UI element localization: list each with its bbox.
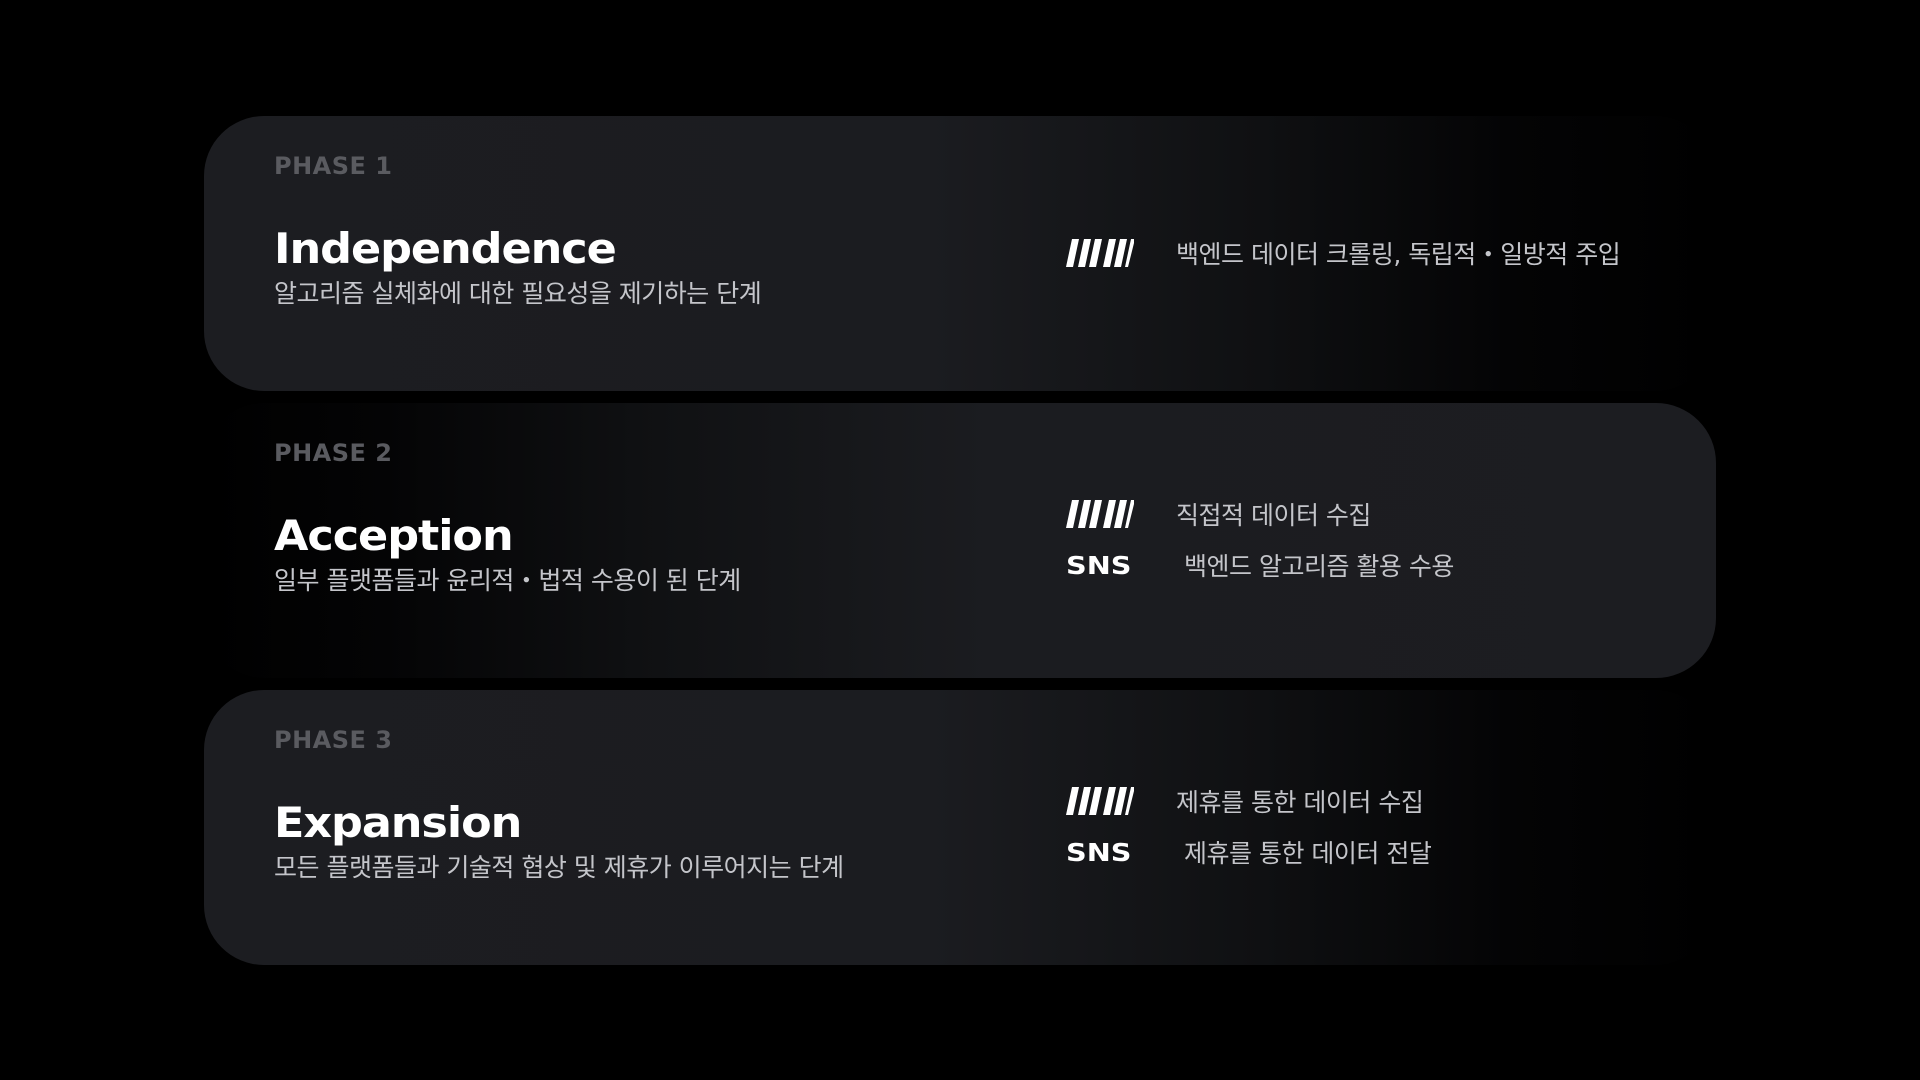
phase-item-text: 백엔드 알고리즘 활용 수용 <box>1184 552 1454 581</box>
phase-description: 모든 플랫폼들과 기술적 협상 및 제휴가 이루어지는 단계 <box>274 853 844 882</box>
phase-item: 직접적 데이터 수집 <box>1066 494 1371 534</box>
phase-item: 백엔드 데이터 크롤링, 독립적・일방적 주입 <box>1066 233 1621 273</box>
sns-logo: SNS <box>1066 550 1132 580</box>
phase-title: Acception <box>274 511 514 560</box>
phase-item: 제휴를 통한 데이터 수집 <box>1066 781 1424 821</box>
phase-label: PHASE 1 <box>274 152 393 180</box>
phase-item-text: 제휴를 통한 데이터 전달 <box>1184 839 1432 868</box>
vw-logo-icon <box>1066 500 1134 528</box>
phase-card-1: PHASE 1 Independence 알고리즘 실체화에 대한 필요성을 제… <box>204 116 1716 391</box>
vw-logo-icon <box>1066 787 1134 815</box>
phase-label: PHASE 3 <box>274 726 393 754</box>
phase-description: 일부 플랫폼들과 윤리적・법적 수용이 된 단계 <box>274 566 741 595</box>
phase-item: SNS 백엔드 알고리즘 활용 수용 <box>1066 545 1454 585</box>
phase-description: 알고리즘 실체화에 대한 필요성을 제기하는 단계 <box>274 279 762 308</box>
phase-card-3: PHASE 3 Expansion 모든 플랫폼들과 기술적 협상 및 제휴가 … <box>204 690 1716 965</box>
vw-logo-icon <box>1066 239 1134 267</box>
phase-item: SNS 제휴를 통한 데이터 전달 <box>1066 832 1432 872</box>
phase-item-text: 직접적 데이터 수집 <box>1176 501 1371 530</box>
phase-label: PHASE 2 <box>274 439 393 467</box>
phase-title: Expansion <box>274 798 522 847</box>
phase-item-text: 백엔드 데이터 크롤링, 독립적・일방적 주입 <box>1176 240 1621 269</box>
phase-title: Independence <box>274 224 617 273</box>
phase-item-text: 제휴를 통한 데이터 수집 <box>1176 788 1424 817</box>
sns-logo: SNS <box>1066 837 1132 867</box>
phase-card-2: PHASE 2 Acception 일부 플랫폼들과 윤리적・법적 수용이 된 … <box>204 403 1716 678</box>
